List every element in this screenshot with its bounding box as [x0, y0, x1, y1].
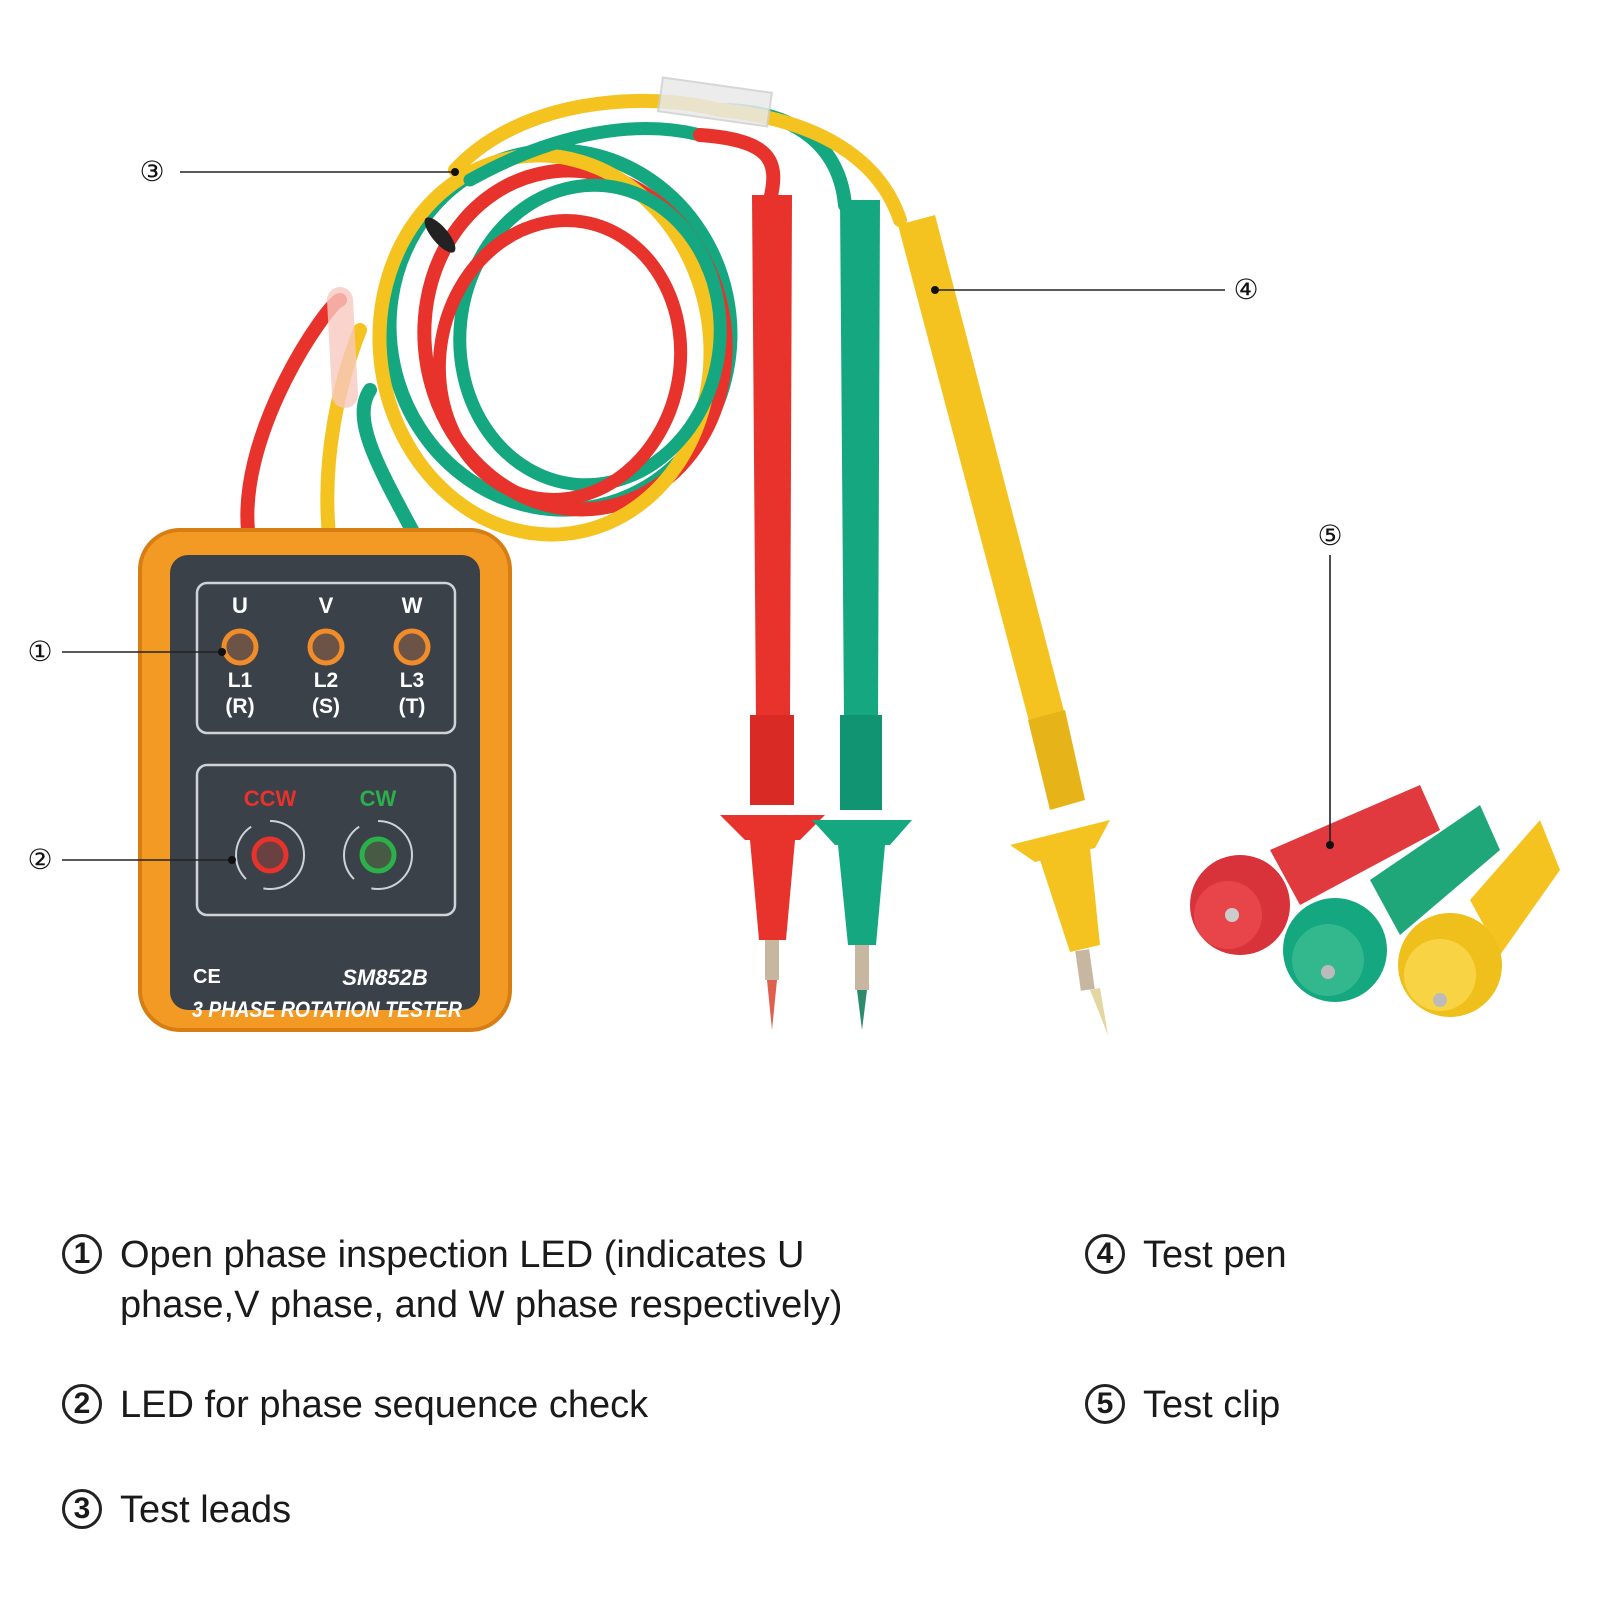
phase-v: V L2 (S)	[307, 593, 345, 718]
legend-text-2: LED for phase sequence check	[120, 1384, 649, 1426]
cw-led	[359, 836, 397, 874]
legend-number-1: 1	[62, 1234, 102, 1274]
green-test-clip	[1283, 805, 1500, 1002]
legend-text-1: Open phase inspection LED (indicates U p…	[120, 1234, 843, 1326]
callout-5: ⑤	[1317, 520, 1342, 551]
red-test-clip	[1190, 785, 1440, 955]
legend-text-3: Test leads	[120, 1489, 292, 1531]
phase-v-led	[307, 628, 345, 666]
legend-item-1: 1 Open phase inspection LED (indicates U…	[62, 1230, 932, 1330]
legend-text-4: Test pen	[1143, 1234, 1287, 1276]
callout-4: ④	[1233, 274, 1258, 305]
legend-number-4: 4	[1085, 1234, 1125, 1274]
legend-item-3: 3 Test leads	[62, 1485, 932, 1535]
yellow-test-pen	[898, 215, 1110, 1035]
phase-w-paren: (T)	[399, 695, 426, 718]
ccw-arc-icon	[235, 820, 305, 890]
legend-item-2: 2 LED for phase sequence check	[62, 1380, 932, 1430]
callout-2: ②	[27, 844, 52, 875]
phase-v-label: V	[319, 593, 334, 618]
phase-w-line: L3	[400, 669, 425, 692]
phase-w: W L3 (T)	[393, 593, 431, 718]
phase-w-led	[393, 628, 431, 666]
phase-u-led	[221, 628, 259, 666]
legend-item-5: 5 Test clip	[1085, 1380, 1545, 1430]
callout-1: ①	[27, 636, 52, 667]
test-clips	[1190, 785, 1560, 1017]
red-test-pen	[720, 195, 825, 1030]
tester-device: U L1 (R) V L2 (S) W L3 (T) CCW CW C	[138, 528, 512, 1032]
ccw-led	[251, 836, 289, 874]
phase-v-paren: (S)	[312, 695, 340, 718]
callout-dots	[218, 168, 1334, 864]
phase-u-label: U	[232, 593, 248, 618]
legend-number-5: 5	[1085, 1384, 1125, 1424]
test-leads	[240, 76, 907, 552]
phase-v-line: L2	[314, 669, 339, 692]
phase-u: U L1 (R)	[221, 593, 259, 718]
phase-u-paren: (R)	[225, 695, 254, 718]
ce-mark: CE	[193, 966, 221, 988]
legend-item-4: 4 Test pen	[1085, 1230, 1545, 1280]
cw-indicator: CW	[343, 786, 413, 890]
test-pens	[720, 195, 1110, 1035]
model-number: SM852B	[342, 965, 428, 990]
callout-3: ③	[139, 156, 164, 187]
green-test-pen	[812, 200, 912, 1030]
legend-number-3: 3	[62, 1489, 102, 1529]
device-name: 3 PHASE ROTATION TESTER	[192, 997, 462, 1022]
legend-number-2: 2	[62, 1384, 102, 1424]
callouts	[62, 171, 1331, 861]
legend-text-5: Test clip	[1143, 1384, 1281, 1426]
yellow-test-clip	[1398, 820, 1560, 1017]
phase-w-label: W	[402, 593, 423, 618]
phase-u-line: L1	[228, 669, 253, 692]
ccw-label: CCW	[244, 786, 297, 811]
cw-label: CW	[360, 786, 397, 811]
cw-arc-icon	[343, 820, 413, 890]
ccw-indicator: CCW	[235, 786, 305, 890]
